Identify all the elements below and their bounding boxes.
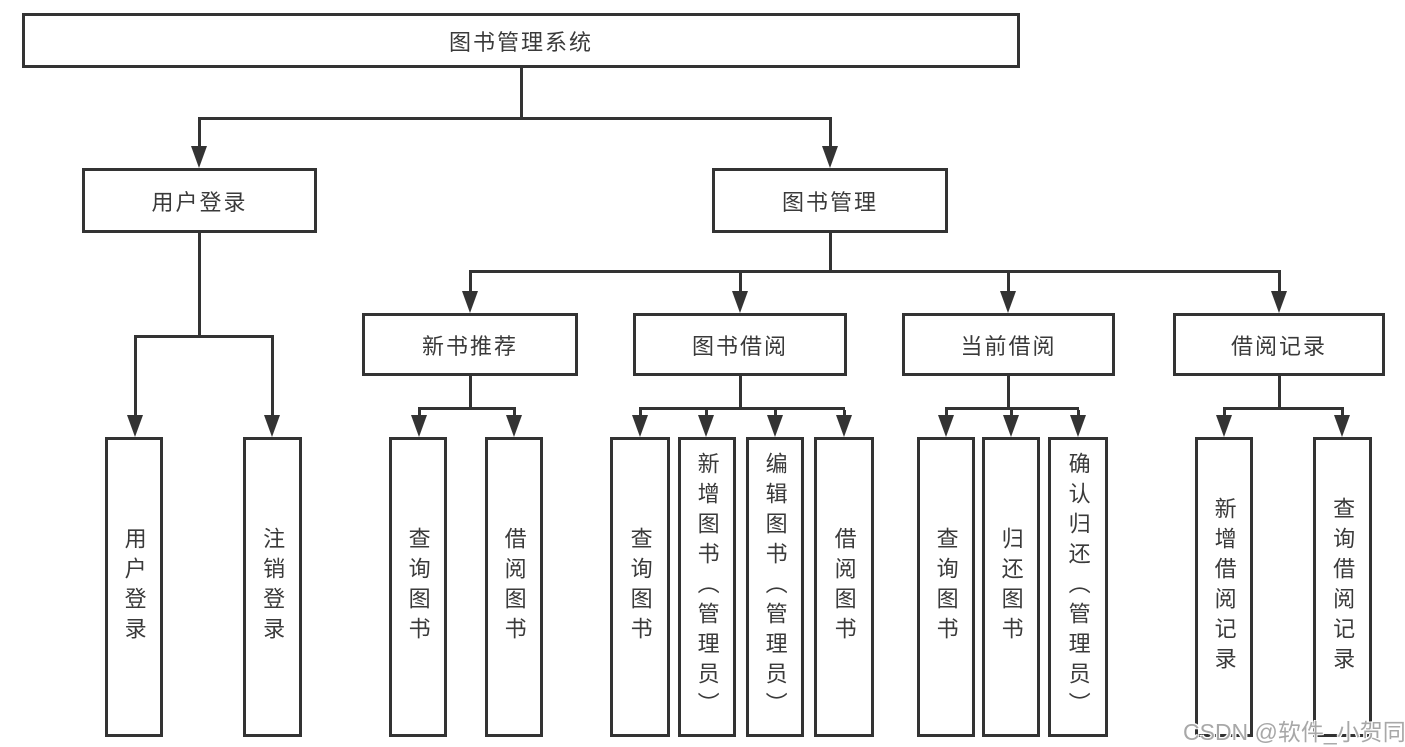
leaf-confirm-return-admin: 确认归还（管理员） [1048, 437, 1108, 737]
arrow-down-icon [732, 291, 748, 313]
leaf-user-login-label: 用户登录 [121, 527, 147, 647]
connector-line [1007, 376, 1010, 408]
leaf-recommend-query-book: 查询图书 [389, 437, 447, 737]
node-book-borrowing: 图书借阅 [633, 313, 847, 376]
connector-line [774, 410, 777, 417]
connector-line [198, 117, 832, 120]
connector-line [198, 120, 201, 148]
arrow-down-icon [767, 415, 783, 437]
arrow-down-icon [462, 291, 478, 313]
leaf-add-book-admin: 新增图书（管理员） [678, 437, 736, 737]
leaf-recommend-borrow-book-label: 借阅图书 [501, 527, 527, 647]
node-current-borrowing: 当前借阅 [902, 313, 1115, 376]
connector-line [134, 338, 137, 417]
connector-line [418, 407, 516, 410]
leaf-user-login: 用户登录 [105, 437, 163, 737]
leaf-add-borrow-record-label: 新增借阅记录 [1211, 497, 1237, 677]
arrow-down-icon [1003, 415, 1019, 437]
connector-line [843, 410, 846, 417]
connector-line [271, 338, 274, 417]
arrow-down-icon [191, 146, 207, 168]
node-current-borrowing-label: 当前借阅 [960, 333, 1057, 359]
arrow-down-icon [506, 415, 522, 437]
connector-line [739, 273, 742, 293]
connector-line [469, 273, 472, 293]
connector-line [1007, 273, 1010, 293]
connector-line [945, 410, 948, 417]
leaf-borrowing-borrow-book: 借阅图书 [814, 437, 874, 737]
connector-line [1223, 407, 1344, 410]
connector-line [705, 410, 708, 417]
connector-line [469, 376, 472, 408]
connector-line [829, 120, 832, 148]
node-new-book-recommend-label: 新书推荐 [421, 333, 518, 359]
connector-line [1077, 410, 1080, 417]
node-user-login-label: 用户登录 [151, 189, 248, 215]
arrow-down-icon [632, 415, 648, 437]
connector-line [134, 335, 274, 338]
arrow-down-icon [1271, 291, 1287, 313]
connector-line [520, 66, 523, 119]
arrow-down-icon [1216, 415, 1232, 437]
connector-line [639, 407, 845, 410]
node-new-book-recommend: 新书推荐 [362, 313, 578, 376]
leaf-borrowing-query-book-label: 查询图书 [627, 527, 653, 647]
leaf-return-book-label: 归还图书 [998, 527, 1024, 647]
leaf-borrowing-borrow-book-label: 借阅图书 [831, 527, 857, 647]
connector-line [1010, 410, 1013, 417]
leaf-add-borrow-record: 新增借阅记录 [1195, 437, 1253, 737]
leaf-current-query-book: 查询图书 [917, 437, 975, 737]
connector-line [1278, 376, 1281, 408]
node-library-system: 图书管理系统 [22, 13, 1020, 68]
connector-line [1278, 273, 1281, 293]
leaf-current-query-book-label: 查询图书 [933, 527, 959, 647]
connector-line [469, 270, 1281, 273]
connector-line [513, 410, 516, 417]
node-book-management: 图书管理 [712, 168, 948, 233]
watermark: CSDN @软件_小贺同学 [1183, 719, 1405, 745]
arrow-down-icon [938, 415, 954, 437]
arrow-down-icon [1000, 291, 1016, 313]
leaf-recommend-query-book-label: 查询图书 [405, 527, 431, 647]
leaf-logout-label: 注销登录 [260, 527, 286, 647]
connector-line [418, 410, 421, 417]
connector-line [1341, 410, 1344, 417]
arrow-down-icon [822, 146, 838, 168]
node-book-borrowing-label: 图书借阅 [691, 333, 788, 359]
leaf-borrowing-query-book: 查询图书 [610, 437, 670, 737]
node-borrow-records: 借阅记录 [1173, 313, 1385, 376]
connector-line [739, 376, 742, 408]
leaf-edit-book-admin-label: 编辑图书（管理员） [762, 452, 788, 722]
arrow-down-icon [1334, 415, 1350, 437]
connector-line [1223, 410, 1226, 417]
connector-line [945, 407, 1079, 410]
leaf-edit-book-admin: 编辑图书（管理员） [746, 437, 804, 737]
arrow-down-icon [1070, 415, 1086, 437]
node-book-management-label: 图书管理 [781, 189, 878, 215]
arrow-down-icon [264, 415, 280, 437]
arrow-down-icon [127, 415, 143, 437]
leaf-logout: 注销登录 [243, 437, 302, 737]
arrow-down-icon [698, 415, 714, 437]
leaf-confirm-return-admin-label: 确认归还（管理员） [1065, 452, 1091, 722]
connector-line [829, 233, 832, 272]
leaf-add-book-admin-label: 新增图书（管理员） [694, 452, 720, 722]
leaf-recommend-borrow-book: 借阅图书 [485, 437, 543, 737]
leaf-query-borrow-record: 查询借阅记录 [1313, 437, 1372, 737]
node-user-login: 用户登录 [82, 168, 317, 233]
leaf-return-book: 归还图书 [982, 437, 1040, 737]
connector-line [639, 410, 642, 417]
arrow-down-icon [411, 415, 427, 437]
connector-line [198, 233, 201, 336]
node-borrow-records-label: 借阅记录 [1230, 333, 1327, 359]
leaf-query-borrow-record-label: 查询借阅记录 [1330, 497, 1356, 677]
node-library-system-label: 图书管理系统 [448, 29, 593, 55]
arrow-down-icon [836, 415, 852, 437]
